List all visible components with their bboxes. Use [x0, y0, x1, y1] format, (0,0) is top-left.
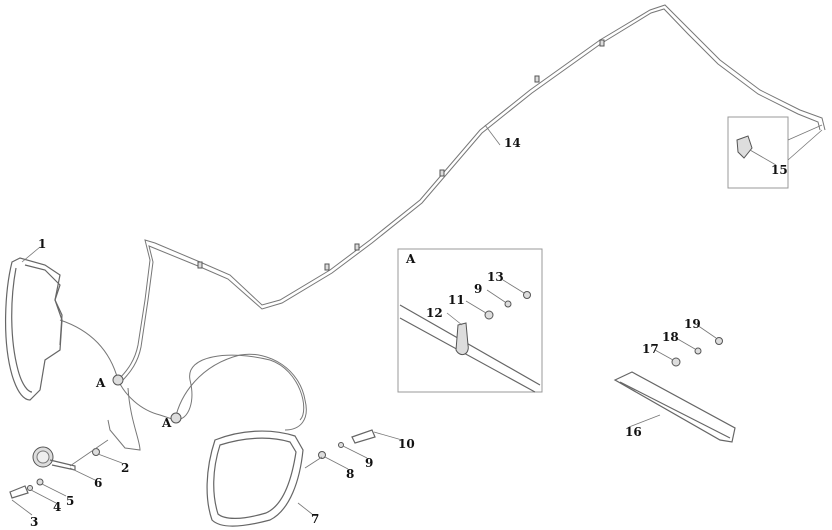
callout-8: 8 — [346, 467, 354, 481]
callout-13: 13 — [487, 270, 504, 284]
callout-16: 16 — [625, 425, 642, 439]
wire-tail — [107, 387, 141, 451]
wire-branch — [59, 319, 305, 421]
nut-19 — [715, 337, 723, 345]
wire-harness — [117, 4, 826, 381]
washer-9b — [504, 300, 512, 308]
callout-2: 2 — [121, 461, 129, 475]
callout-7: 7 — [311, 512, 319, 526]
callout-1: 1 — [38, 237, 46, 251]
wire-clips — [112, 39, 605, 424]
callout-12: 12 — [426, 306, 443, 320]
trim-16 — [613, 371, 736, 443]
callout-19: 19 — [684, 317, 701, 331]
wire-loop — [174, 353, 307, 431]
callout-6: 6 — [94, 476, 102, 490]
callout-17: 17 — [642, 342, 659, 356]
horn — [32, 446, 76, 471]
callout-4: 4 — [53, 500, 61, 514]
washer-11 — [484, 310, 494, 320]
callout-18: 18 — [662, 330, 679, 344]
washer-8 — [318, 451, 326, 459]
washer-4 — [27, 485, 33, 491]
callout-3: 3 — [30, 515, 38, 529]
callout-10: 10 — [398, 437, 415, 451]
headlamp-assembly — [4, 257, 63, 401]
detail-box-label: A — [405, 252, 416, 266]
callout-9b: 9 — [474, 282, 482, 296]
washer-5 — [36, 478, 44, 486]
callout-5: 5 — [66, 494, 74, 508]
detail-mark-a1: A — [95, 376, 106, 390]
callout-15: 15 — [771, 163, 788, 177]
callout-9: 9 — [365, 456, 373, 470]
detail-tube — [399, 304, 541, 393]
callout-14: 14 — [504, 136, 521, 150]
leader-lines — [11, 124, 777, 516]
headlamp-frame — [206, 430, 304, 527]
connector-15 — [736, 135, 753, 159]
callout-11: 11 — [448, 293, 465, 307]
washer-9 — [338, 442, 344, 448]
bolt-10 — [351, 429, 376, 444]
wire-harness-inner — [120, 8, 821, 383]
washer-17 — [671, 357, 681, 367]
bolt-3 — [9, 485, 29, 499]
detail-box-a — [397, 248, 543, 393]
bracket-12 — [455, 322, 469, 356]
detail-box-15 — [727, 116, 789, 189]
washer-18 — [694, 347, 702, 355]
nut-13 — [523, 291, 531, 299]
detail-mark-a2: A — [161, 416, 172, 430]
